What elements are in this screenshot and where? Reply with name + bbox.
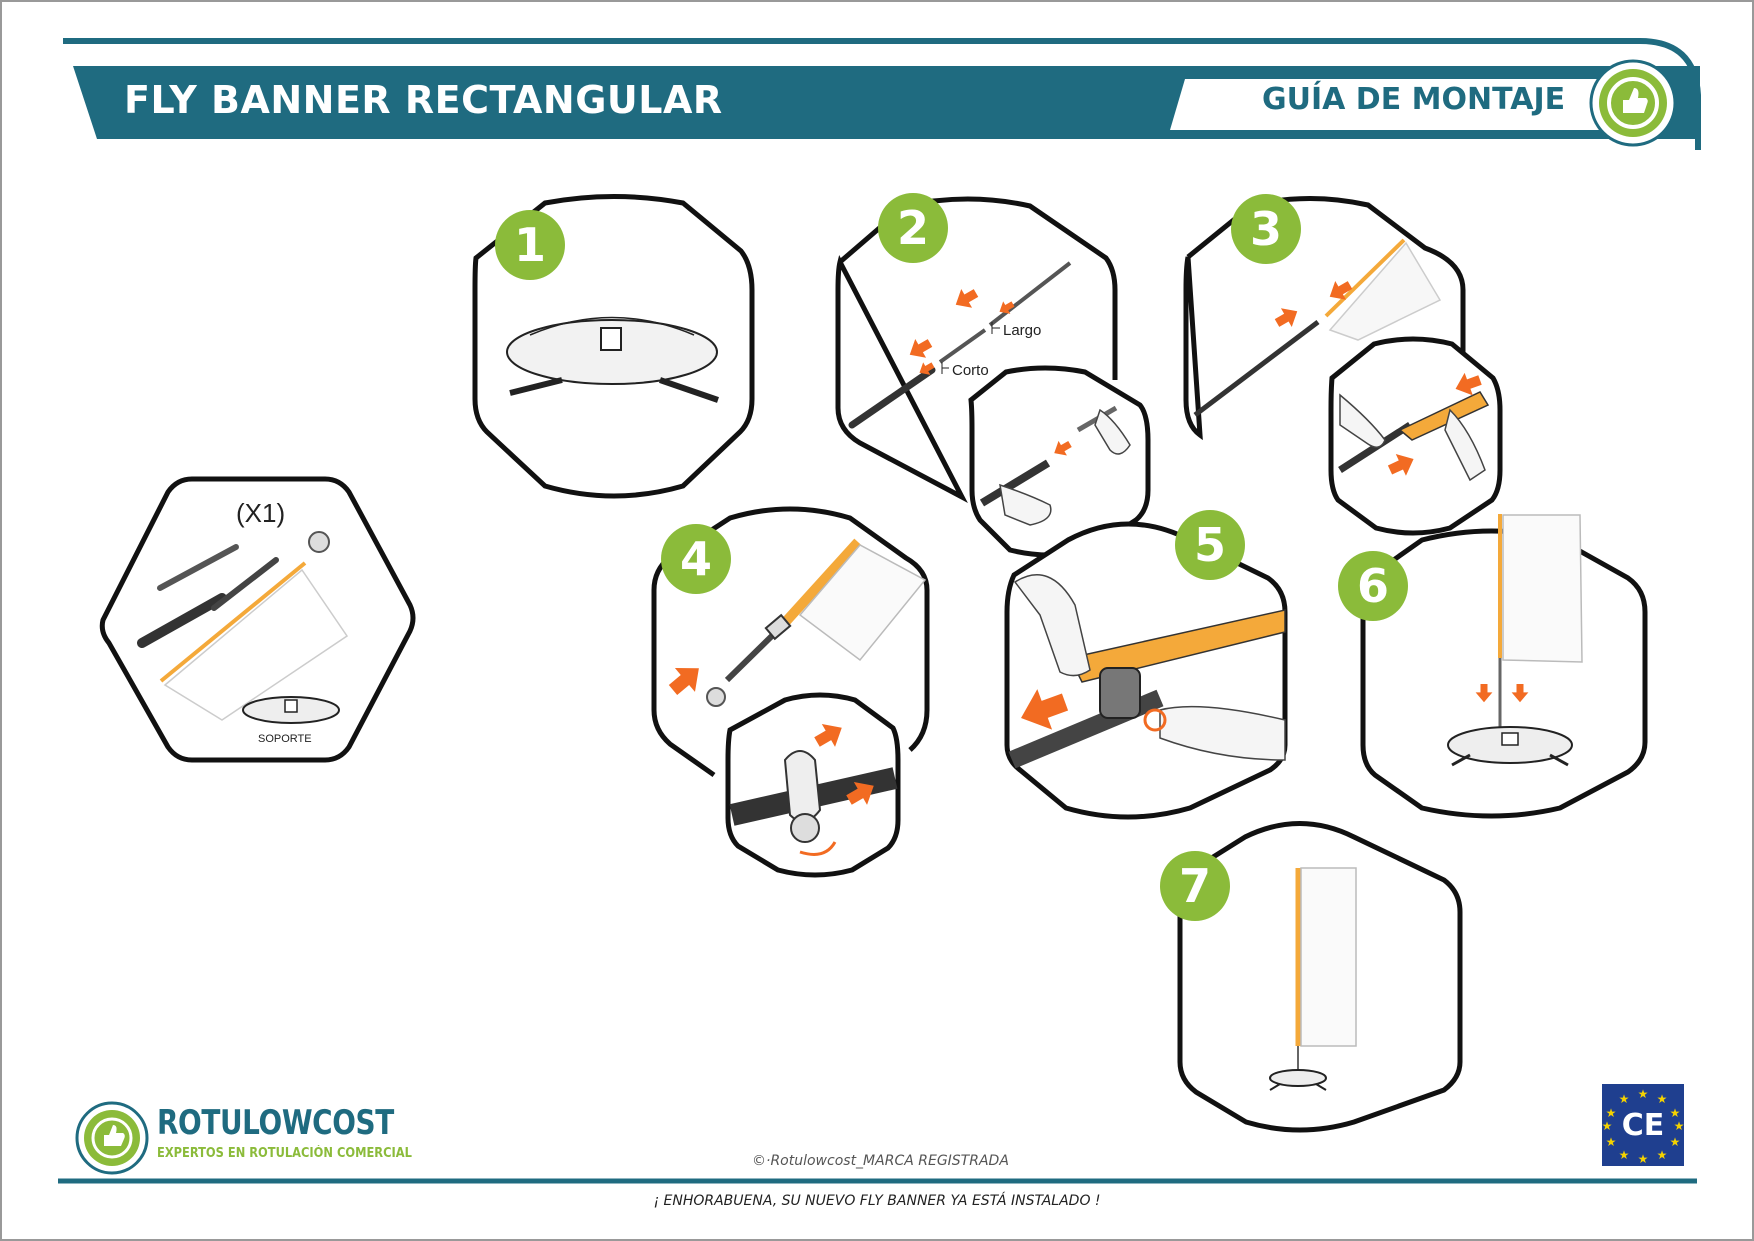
page-subtitle: GUÍA DE MONTAJE bbox=[1262, 82, 1566, 117]
svg-text:★: ★ bbox=[1619, 1092, 1630, 1106]
step-4-number-badge: 4 bbox=[661, 524, 731, 594]
step-7-hexagon bbox=[1177, 821, 1463, 1133]
svg-text:★: ★ bbox=[1606, 1106, 1617, 1120]
step-4-detail-hexagon bbox=[725, 692, 901, 878]
step-2-detail-hexagon bbox=[968, 365, 1151, 558]
kit-quantity-label: (X1) bbox=[236, 498, 286, 528]
brand-seal-icon bbox=[1589, 59, 1677, 147]
step-1-base-illustration bbox=[506, 316, 719, 403]
footer-copyright: ©·Rotulowcost_MARCA REGISTRADA bbox=[752, 1153, 1009, 1169]
kit-poles-illustration bbox=[137, 531, 349, 724]
step-2-number-badge: 2 bbox=[878, 193, 948, 263]
header-banner bbox=[63, 38, 1701, 150]
svg-text:★: ★ bbox=[1602, 1119, 1613, 1133]
svg-text:★: ★ bbox=[1606, 1135, 1617, 1149]
kit-contents-hexagon bbox=[99, 476, 416, 763]
ce-eu-mark-icon: CE ★★★ ★★★ ★★★ ★★★ bbox=[1602, 1084, 1685, 1166]
svg-text:★: ★ bbox=[1670, 1135, 1681, 1149]
step-5-hexagon bbox=[1004, 521, 1288, 820]
step-6-hexagon bbox=[1360, 514, 1648, 819]
footer-brand-name: ROTULOWCOST bbox=[157, 1103, 394, 1143]
step-2-short-pole-label: Corto bbox=[952, 362, 989, 379]
step-7-illustration bbox=[1269, 867, 1357, 1091]
svg-text:★: ★ bbox=[1670, 1106, 1681, 1120]
kit-base-label: SOPORTE bbox=[258, 733, 312, 745]
step-3-number-badge: 3 bbox=[1231, 194, 1301, 264]
step-3-illustration bbox=[1193, 238, 1442, 417]
step-3-detail-hexagon bbox=[1328, 336, 1503, 536]
svg-text:★: ★ bbox=[1638, 1087, 1649, 1101]
step-4-hexagon bbox=[651, 506, 930, 778]
step-6-number-badge: 6 bbox=[1338, 551, 1408, 621]
step-2-poles-illustration bbox=[848, 261, 1072, 429]
footer-brand-tagline: EXPERTOS EN ROTULACIÓN COMERCIAL bbox=[157, 1146, 412, 1161]
step-6-illustration bbox=[1447, 514, 1583, 767]
svg-text:★: ★ bbox=[1638, 1152, 1649, 1166]
step-4-illustration bbox=[662, 538, 927, 707]
step-5-number-badge: 5 bbox=[1175, 510, 1245, 580]
footer-message: ¡ ENHORABUENA, SU NUEVO FLY BANNER YA ES… bbox=[653, 1193, 1101, 1209]
step-1-number-badge: 1 bbox=[495, 210, 565, 280]
svg-text:★: ★ bbox=[1657, 1092, 1668, 1106]
page-title: FLY BANNER RECTANGULAR bbox=[124, 78, 723, 122]
footer-brand-seal-icon bbox=[75, 1101, 149, 1175]
step-7-number-badge: 7 bbox=[1160, 851, 1230, 921]
ce-mark-label: CE bbox=[1622, 1108, 1665, 1143]
svg-text:★: ★ bbox=[1619, 1148, 1630, 1162]
svg-text:★: ★ bbox=[1657, 1148, 1668, 1162]
step-2-long-pole-label: Largo bbox=[1003, 322, 1042, 339]
svg-text:★: ★ bbox=[1674, 1119, 1685, 1133]
step-5-illustration bbox=[1008, 574, 1286, 769]
